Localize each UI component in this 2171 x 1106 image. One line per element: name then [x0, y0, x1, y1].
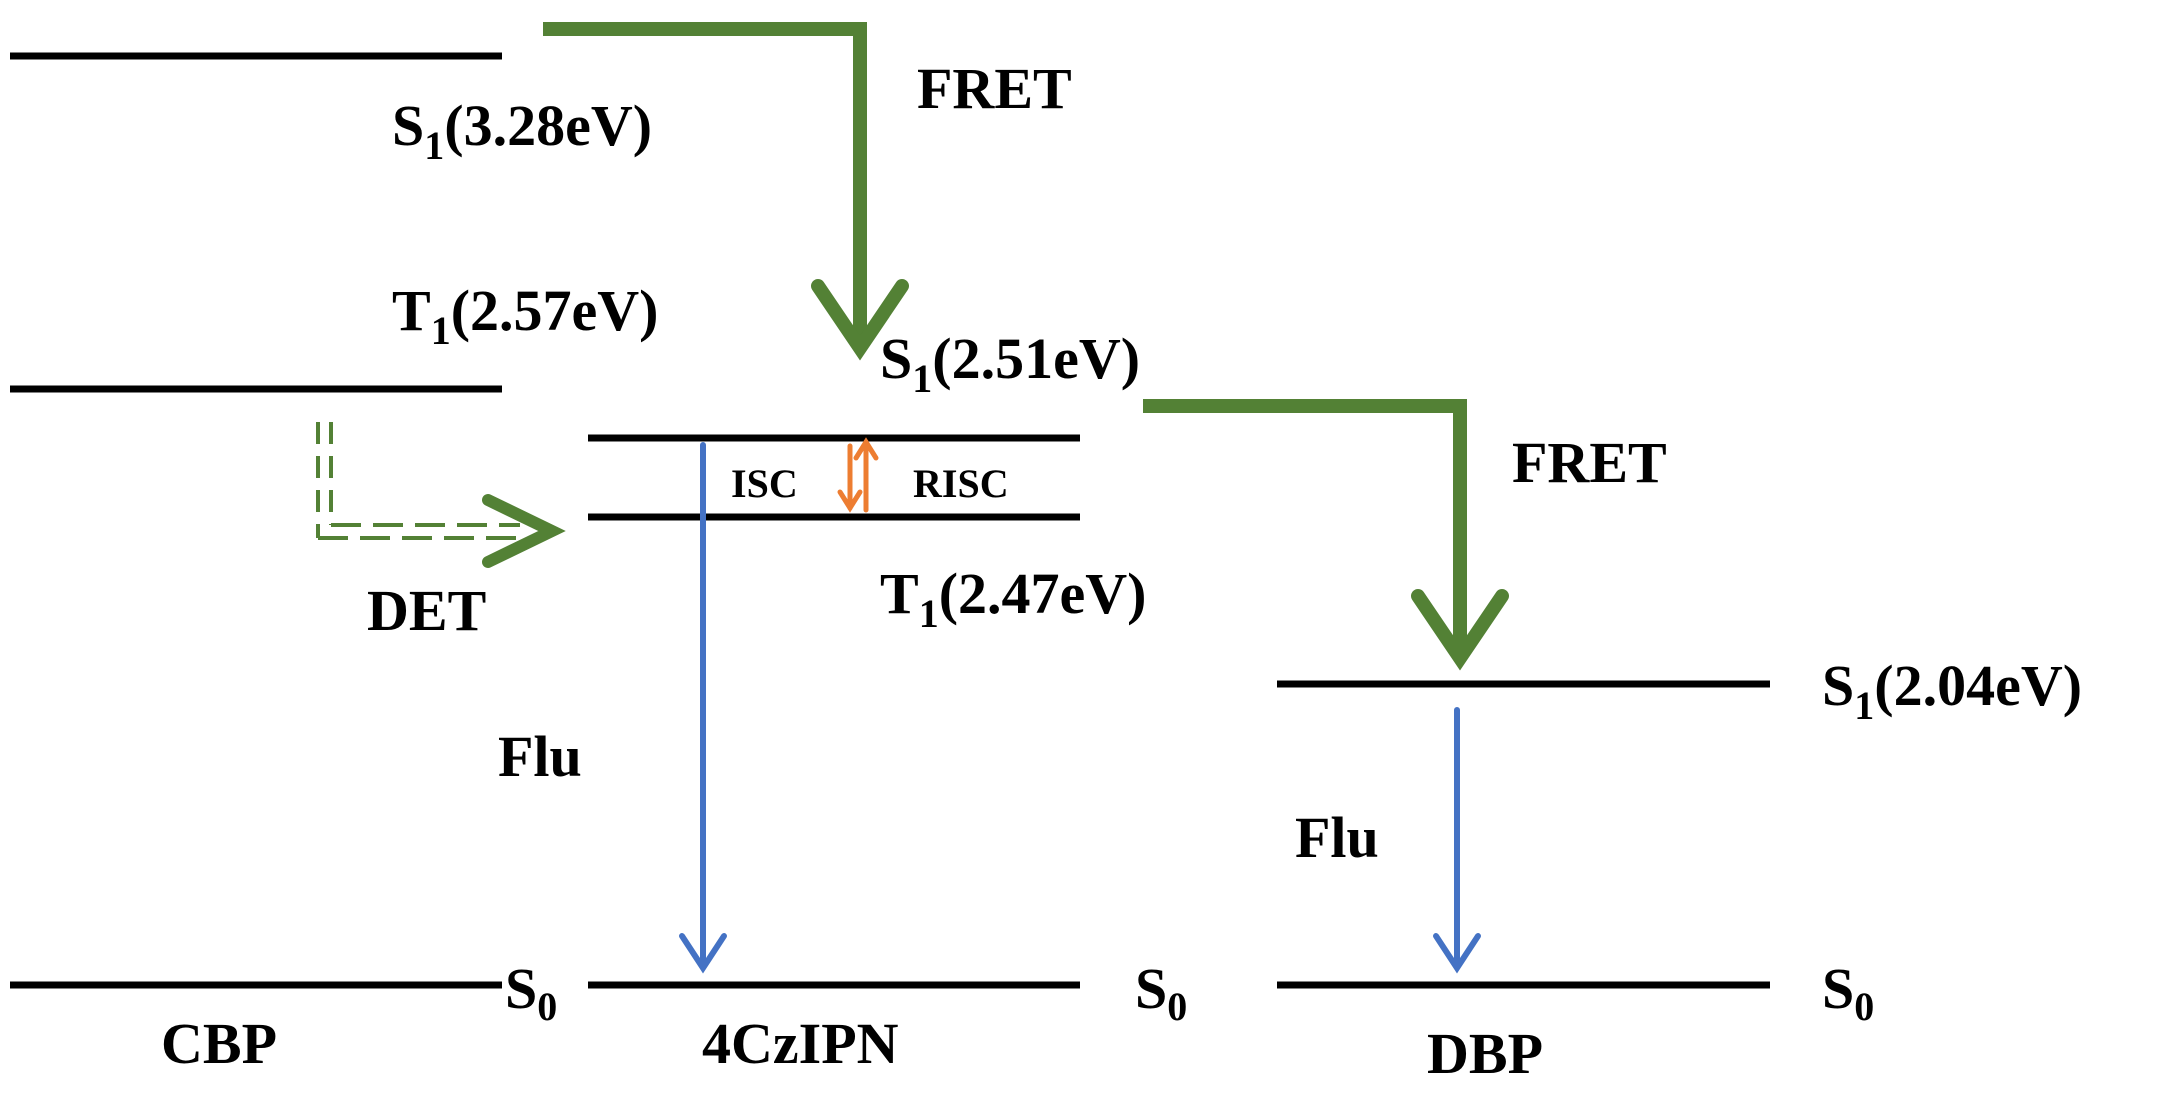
cbp-s0-label: S0: [505, 956, 557, 1029]
dbp-s0-label: S0: [1822, 956, 1874, 1029]
molecule-4czipn-label: 4CzIPN: [702, 1011, 899, 1076]
dbp-s1-label: S1(2.04eV): [1822, 653, 2082, 728]
cz-s1-label: S1(2.51eV): [880, 326, 1140, 401]
molecule-dbp-label: DBP: [1427, 1021, 1543, 1086]
fret-top-label: FRET: [917, 56, 1072, 121]
cz-t1-label: T1(2.47eV): [880, 561, 1146, 636]
flu-left-label: Flu: [498, 724, 582, 789]
cbp-s1-label: S1(3.28eV): [392, 93, 652, 168]
fret-arrow-right: [1143, 399, 1509, 671]
fluorescence-arrows: [679, 442, 1481, 974]
molecule-cbp-label: CBP: [161, 1011, 277, 1076]
energy-levels: [10, 52, 1770, 989]
isc-risc-arrows: [837, 437, 879, 513]
fret-arrow-top: [543, 22, 909, 361]
isc-label: ISC: [731, 461, 798, 506]
flu-right-label: Flu: [1295, 805, 1379, 870]
fret-right-label: FRET: [1512, 430, 1667, 495]
risc-label: RISC: [913, 461, 1009, 506]
det-label: DET: [367, 578, 486, 643]
cz-s0-label: S0: [1135, 956, 1187, 1029]
det-arrow: [316, 422, 566, 568]
cbp-t1-label: T1(2.57eV): [392, 278, 658, 353]
